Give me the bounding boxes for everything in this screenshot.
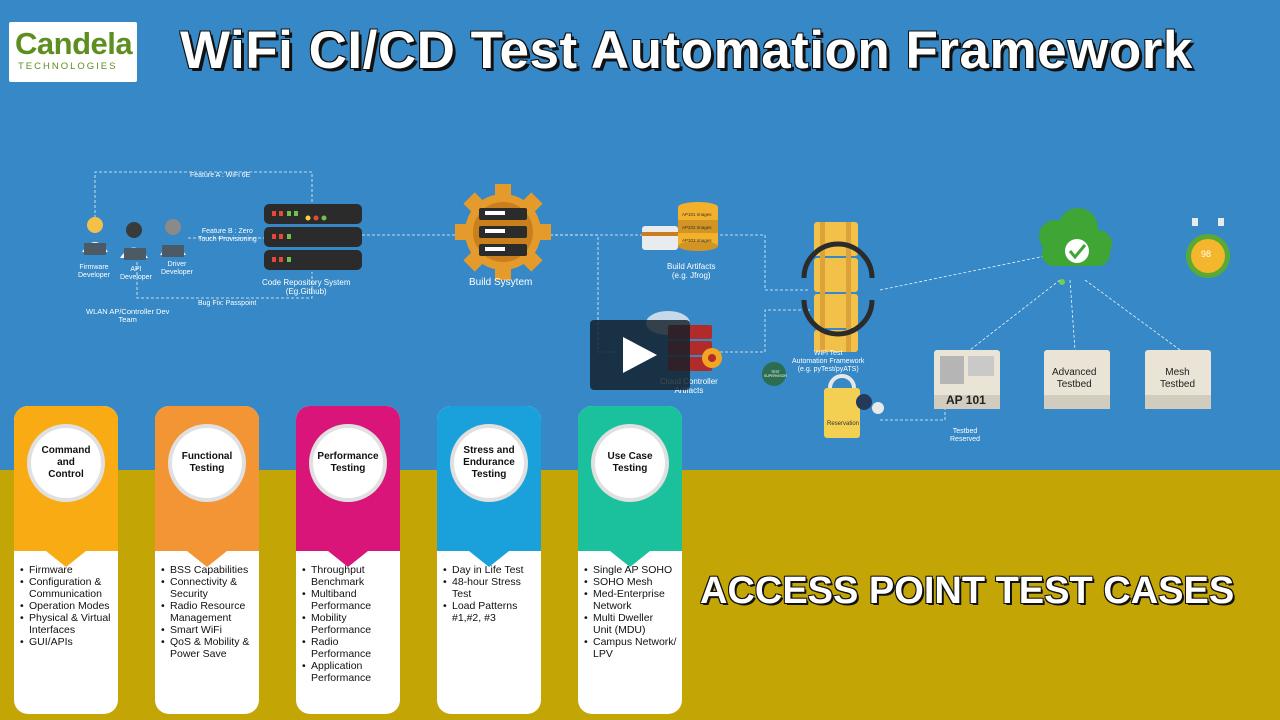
reservation-lock [824, 374, 884, 438]
ap101-testbed-label: AP 101 [946, 393, 986, 407]
card-title-circle: Performance Testing [309, 424, 387, 502]
list-item: Smart WiFi [161, 624, 257, 636]
card-performance-testing: Performance Testing Throughput Benchmark… [296, 406, 400, 714]
card-title: Use Case Testing [607, 451, 653, 474]
developer-icons [82, 217, 186, 260]
list-item: Throughput Benchmark [302, 564, 398, 588]
cloud-check-icon [1039, 208, 1112, 285]
list-item: Multiband Performance [302, 588, 398, 612]
list-item: Configuration & Communication [20, 576, 116, 600]
list-item: Load Patterns #1,#2, #3 [443, 600, 539, 624]
wifi-test-framework-label: WiFi Test Automation Framework (e.g. pyT… [792, 350, 865, 373]
page-title: WiFi CI/CD Test Automation Framework [180, 21, 1193, 80]
workflow-diagram [82, 171, 1230, 438]
code-repository-label: Code Repository System (Eg.Github) [262, 278, 351, 296]
ap303-images-label: AP303 Images [682, 238, 712, 243]
card-stress-endurance-testing: Stress and Endurance Testing Day in Life… [437, 406, 541, 714]
list-item: Multi Dweller Unit (MDU) [584, 612, 680, 636]
card-items: Single AP SOHO SOHO Mesh Med-Enterprise … [584, 564, 680, 660]
card-items: Throughput Benchmark Multiband Performan… [302, 564, 398, 684]
driver-developer-label: Driver Developer [161, 261, 193, 276]
list-item: Campus Network/ LPV [584, 636, 680, 660]
card-title: Command and Control [41, 445, 91, 480]
card-title-circle: Functional Testing [168, 424, 246, 502]
list-item: Firmware [20, 564, 116, 576]
test-framework-stack [801, 222, 875, 352]
list-item: QoS & Mobility & Power Save [161, 636, 257, 660]
firmware-developer-label: Firmware Developer [78, 264, 110, 279]
list-item: Connectivity & Security [161, 576, 257, 600]
ap202-images-label: AP202 Images [682, 225, 712, 230]
feature-b-label: Feature B : Zero Touch Provisioning [198, 228, 257, 243]
card-items: Firmware Configuration & Communication O… [20, 564, 116, 648]
mesh-testbed-label: Mesh Testbed [1160, 367, 1196, 390]
bug-fix-label: Bug Fix: Passpoint [198, 300, 257, 307]
card-header: Use Case Testing [578, 406, 682, 567]
list-item: Med-Enterprise Network [584, 588, 680, 612]
list-item: BSS Capabilities [161, 564, 257, 576]
card-title: Stress and Endurance Testing [463, 445, 515, 480]
code-repository-servers [264, 204, 362, 270]
score-gauge [1186, 218, 1230, 278]
card-use-case-testing: Use Case Testing Single AP SOHO SOHO Mes… [578, 406, 682, 714]
card-header: Performance Testing [296, 406, 400, 567]
card-title-circle: Use Case Testing [591, 424, 669, 502]
testbed-reserved-label: Testbed Reserved [950, 428, 980, 443]
card-title-circle: Stress and Endurance Testing [450, 424, 528, 502]
card-title: Functional Testing [181, 451, 233, 474]
logo-main-text: Candela [15, 26, 133, 61]
testbed-ap101 [934, 350, 1000, 409]
play-video-button[interactable] [590, 320, 690, 390]
dev-team-label: WLAN AP/Controller Dev Team [86, 307, 170, 324]
testbed-advanced [1044, 350, 1110, 409]
card-header: Stress and Endurance Testing [437, 406, 541, 567]
card-header: Functional Testing [155, 406, 259, 567]
list-item: SOHO Mesh [584, 576, 680, 588]
card-functional-testing: Functional Testing BSS Capabilities Conn… [155, 406, 259, 714]
build-artifacts-label: Build Artifacts (e.g. Jfrog) [667, 262, 716, 280]
list-item: Radio Resource Management [161, 600, 257, 624]
test-supervisor-badge [762, 362, 786, 386]
build-system-gear [455, 184, 551, 280]
list-item: Day in Life Test [443, 564, 539, 576]
build-system-label: Build Sysytem [469, 277, 533, 288]
card-title-circle: Command and Control [27, 424, 105, 502]
list-item: Physical & Virtual Interfaces [20, 612, 116, 636]
candela-logo: Candela TECHNOLOGIES [9, 22, 137, 82]
card-header: Command and Control [14, 406, 118, 567]
ap101-images-label: AP101 Images [682, 212, 712, 217]
logo-sub-text: TECHNOLOGIES [18, 61, 118, 72]
list-item: Radio Performance [302, 636, 398, 660]
api-developer-label: API Developer [120, 266, 152, 281]
play-icon [623, 337, 657, 373]
feature-a-label: Feature A : WiFi 6E [190, 172, 251, 179]
list-item: GUI/APIs [20, 636, 116, 648]
card-items: Day in Life Test 48-hour Stress Test Loa… [443, 564, 539, 624]
build-artifacts-stack [642, 202, 718, 251]
gauge-value: 98 [1201, 249, 1212, 259]
card-title: Performance Testing [317, 451, 379, 474]
advanced-testbed-label: Advanced Testbed [1052, 367, 1097, 390]
list-item: Application Performance [302, 660, 398, 684]
list-item: 48-hour Stress Test [443, 576, 539, 600]
list-item: Operation Modes [20, 600, 116, 612]
reservation-label: Reservation [827, 421, 860, 427]
list-item: Single AP SOHO [584, 564, 680, 576]
testbed-mesh [1145, 350, 1211, 409]
card-command-and-control: Command and Control Firmware Configurati… [14, 406, 118, 714]
access-point-test-cases-heading: ACCESS POINT TEST CASES [700, 570, 1235, 612]
test-supervisor-label: TEST SUPERVISOR [764, 370, 787, 378]
list-item: Mobility Performance [302, 612, 398, 636]
card-items: BSS Capabilities Connectivity & Security… [161, 564, 257, 660]
